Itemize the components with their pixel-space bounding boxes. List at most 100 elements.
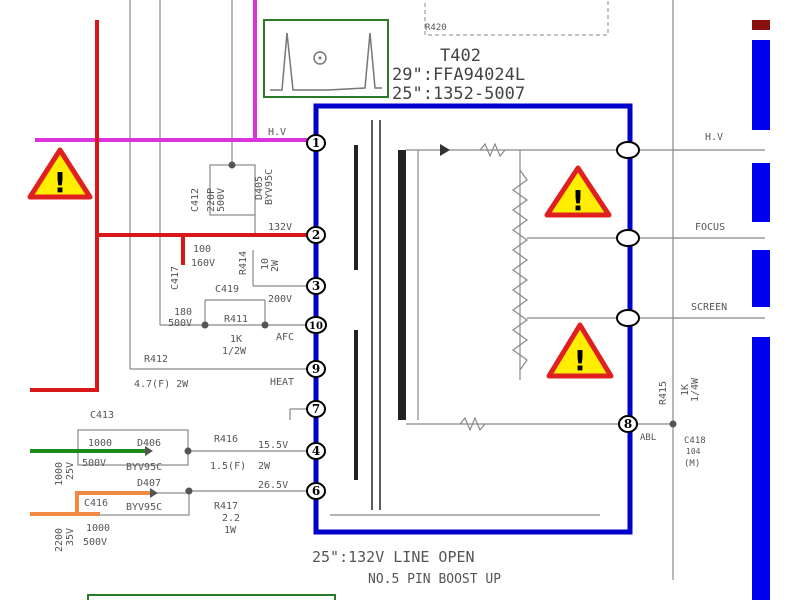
warning-icon: ! — [544, 165, 612, 218]
pin-number: 2 — [312, 228, 320, 242]
200v-label: 200V — [268, 294, 292, 305]
pin-9: 9 — [306, 360, 326, 378]
pin-8: 8 — [618, 415, 638, 433]
r415-ref: R415 — [658, 381, 669, 405]
pin-number: 1 — [312, 136, 320, 150]
right-pins: 8 — [616, 141, 640, 433]
c418-val: 104 — [686, 447, 701, 456]
r414-val: 10 — [260, 258, 271, 270]
part-number-29: 29":FFA94024L — [392, 65, 525, 85]
pin-hv-out — [616, 141, 640, 159]
pin-1: 1 — [306, 134, 326, 152]
c416-rating: 500V — [83, 537, 107, 548]
labels: R420 T402 29":FFA94024L 25":1352-5007 H.… — [54, 23, 727, 587]
pin-6: 6 — [306, 482, 326, 500]
15v-label: 15.5V — [258, 440, 288, 451]
c413-ref: C413 — [90, 410, 114, 421]
r416-val: 1.5(F) — [210, 461, 246, 472]
pin-screen-out — [616, 309, 640, 327]
right-border-bars — [752, 20, 770, 600]
wiring — [76, 0, 765, 580]
pin-3: 3 — [306, 277, 326, 295]
r420-label: R420 — [425, 23, 447, 33]
note-line-open: 25":132V LINE OPEN — [312, 548, 475, 566]
pin-number: 4 — [312, 444, 320, 458]
r416-rating: 2W — [258, 461, 271, 472]
r414-ref: R414 — [238, 251, 249, 275]
hv-label: H.V — [268, 127, 286, 138]
flyback-transformer-box — [313, 103, 633, 535]
pin-focus-out — [616, 229, 640, 247]
waveform-box — [263, 19, 389, 98]
warning-icon: ! — [546, 322, 614, 379]
r417-ref: R417 — [214, 501, 238, 512]
pin-4: 4 — [306, 442, 326, 460]
bottom-green-box — [87, 594, 336, 600]
note-pin-boost: NO.5 PIN BOOST UP — [368, 572, 501, 587]
pin-number: 9 — [312, 362, 320, 376]
c417-val: 100 — [193, 244, 211, 255]
heat-label: HEAT — [270, 377, 294, 388]
r417-rating: 1W — [224, 525, 237, 536]
r415-val: 1K — [680, 384, 691, 396]
d405-type: BYV95C — [264, 169, 275, 205]
r417-val: 2.2 — [222, 513, 240, 524]
svg-text:!: ! — [572, 184, 585, 217]
abl-label: ABL — [640, 433, 656, 443]
screen-label: SCREEN — [691, 302, 727, 313]
c417-rating: 160V — [191, 258, 215, 269]
r411-val: 1K — [230, 334, 242, 345]
c418-rating: (M) — [684, 459, 700, 469]
afc-label: AFC — [276, 332, 294, 343]
d407-type: BYV95C — [126, 502, 162, 513]
d406-ref: D406 — [137, 438, 161, 449]
d407-ref: D407 — [137, 478, 161, 489]
cap-a-rating: 25V — [65, 462, 76, 480]
c416-val: 1000 — [86, 523, 110, 534]
pin-number: 7 — [312, 402, 320, 416]
r412-ref: R412 — [144, 354, 168, 365]
part-number-25: 25":1352-5007 — [392, 84, 525, 104]
132v-label: 132V — [268, 222, 292, 233]
c412-ref: C412 — [190, 188, 201, 212]
c412-rating: 500V — [216, 188, 227, 212]
c419-rating: 500V — [168, 318, 192, 329]
cap-b-val: 2200 — [54, 528, 65, 552]
svg-text:!: ! — [574, 344, 587, 377]
pin-7: 7 — [306, 400, 326, 418]
focus-label: FOCUS — [695, 222, 725, 233]
hv-out-label: H.V — [705, 132, 723, 143]
pin-2: 2 — [306, 226, 326, 244]
c418-ref: C418 — [684, 436, 706, 446]
r416-ref: R416 — [214, 434, 238, 445]
transformer-internals — [354, 120, 628, 510]
svg-text:!: ! — [54, 166, 67, 199]
c412-val: 220P — [206, 188, 217, 212]
c419-val: 180 — [174, 307, 192, 318]
cap-b-rating: 35V — [65, 528, 76, 546]
cap-a-val: 1000 — [54, 462, 65, 486]
r412-val: 4.7(F) 2W — [134, 379, 189, 390]
d406-type: BYV95C — [126, 462, 162, 473]
c413-val: 1000 — [88, 438, 112, 449]
26v-label: 26.5V — [258, 480, 288, 491]
r411-ref: R411 — [224, 314, 248, 325]
left-pins: 1 2 3 10 9 7 4 6 — [305, 134, 327, 500]
pin-number: 8 — [624, 417, 632, 431]
c413-rating: 500V — [82, 458, 106, 469]
colored-traces — [30, 0, 316, 516]
d405-ref: D405 — [254, 176, 265, 200]
transformer-ref: T402 — [440, 46, 481, 66]
warning-icon: ! — [27, 147, 93, 200]
c416-ref: C416 — [84, 498, 108, 509]
pin-number: 6 — [312, 484, 320, 498]
r414-rating: 2W — [270, 259, 281, 272]
r415-rating: 1/4W — [690, 377, 701, 402]
pin-number: 3 — [312, 279, 320, 293]
pin-number: 10 — [309, 321, 323, 332]
c417-ref: C417 — [170, 266, 181, 290]
c419-ref: C419 — [215, 284, 239, 295]
r411-rating: 1/2W — [222, 346, 247, 357]
